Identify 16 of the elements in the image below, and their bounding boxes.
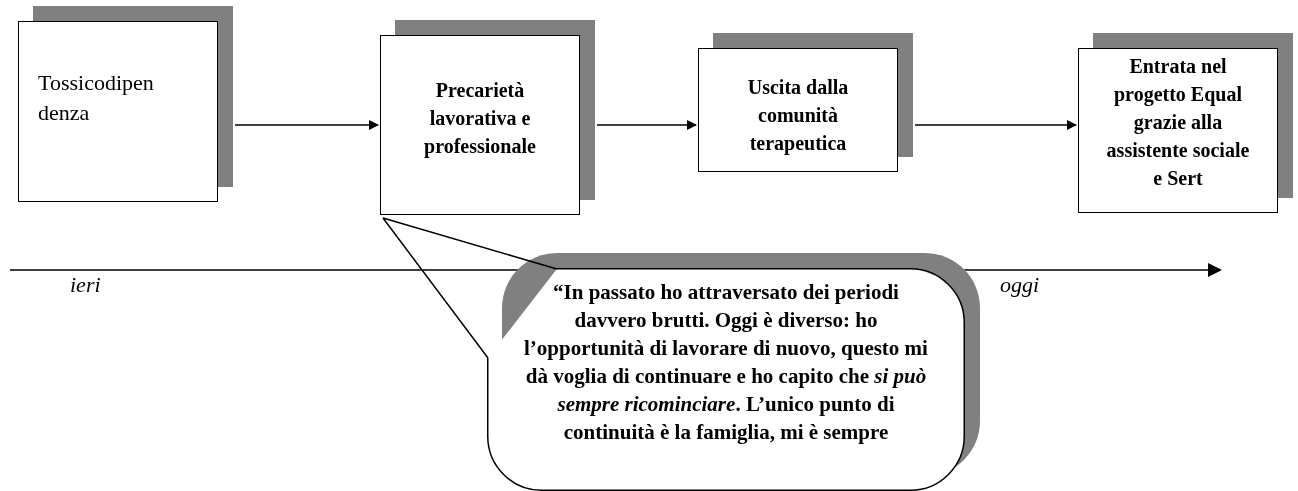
speech-bubble xyxy=(487,253,980,491)
timeline-label: ieri xyxy=(70,272,101,298)
box-label: Precarietà lavorativa e professionale xyxy=(423,78,537,160)
quote-text: “In passato ho attraversato dei periodi davvero brutti. Oggi è diverso: ho l’opportunità di lavorare di nuovo, questo mi dà voglia di continuare e ho capito che si può sempre ricominciare. L’unico punto di continuità è la famiglia, mi è sempre xyxy=(523,279,929,446)
process-box xyxy=(1078,33,1293,213)
process-box xyxy=(18,6,233,202)
process-box xyxy=(380,20,595,215)
arrow xyxy=(914,120,1077,130)
process-box xyxy=(698,33,913,172)
arrow xyxy=(596,120,697,130)
box-label: Uscita dalla comunità terapeutica xyxy=(746,75,850,157)
box-label: Entrata nel progetto Equal grazie alla assistente sociale e Sert xyxy=(1105,54,1251,191)
timeline-label: oggi xyxy=(1000,272,1040,298)
callout-tail xyxy=(382,217,558,359)
box-label: Tossicodipen denza xyxy=(38,69,155,127)
arrow xyxy=(234,120,379,130)
